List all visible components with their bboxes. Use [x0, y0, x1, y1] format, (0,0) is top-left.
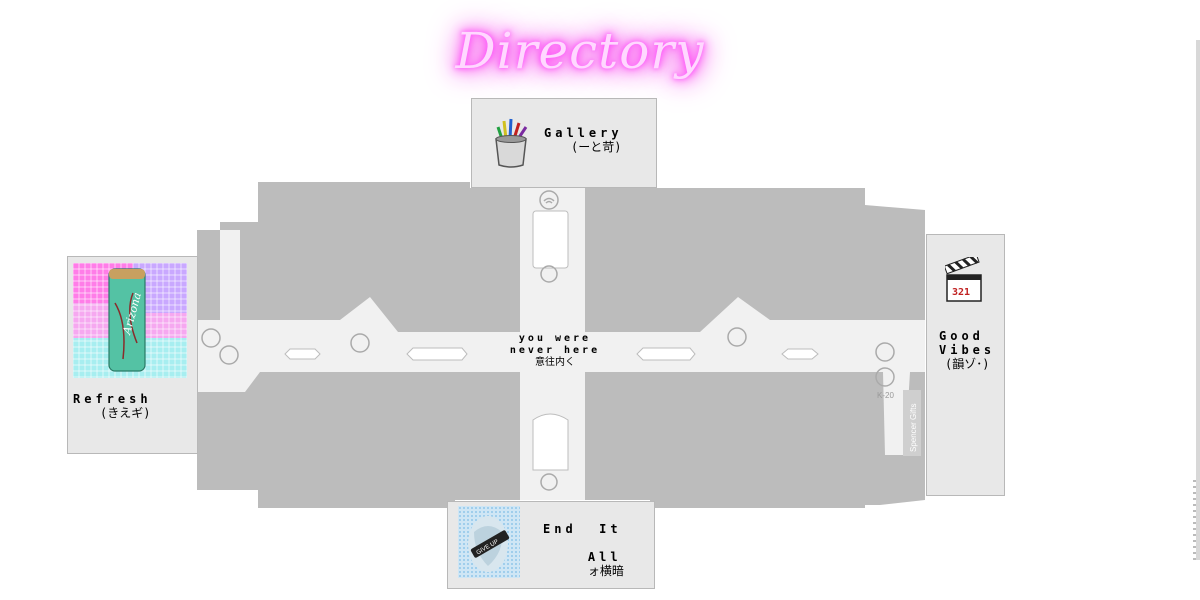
escalator-icon-left [219, 345, 239, 365]
scrollbar-grip[interactable] [1193, 480, 1196, 560]
center-line-3: 意往内く [535, 357, 575, 368]
end-it-all-line-1: End It [543, 522, 622, 536]
center-line-1: you were [518, 333, 592, 344]
escalator-icon-right [875, 342, 895, 362]
gallery-name: Gallery [544, 126, 623, 140]
center-message: you were never here 意往内く [490, 333, 620, 369]
end-it-all-line-2-text: All [587, 550, 622, 564]
good-vibes-line-2: Vibes [939, 343, 996, 357]
map-icons [201, 190, 895, 491]
refresh-subtitle: (きえギ) [100, 406, 151, 420]
gallery-store-panel[interactable]: Gallery (ーと苛) [471, 98, 657, 188]
spencer-gifts-label: Spencer Gifts [909, 404, 918, 452]
corridors [190, 185, 925, 500]
wifi-icon-waves [543, 197, 555, 204]
good-vibes-store-panel[interactable]: 321 Good Vibes (韻ゾ･) [926, 234, 1005, 496]
wifi-icon-left [201, 328, 221, 348]
clapperboard-icon: 321 [945, 257, 982, 302]
statue-razor-icon: GIVE UP [458, 506, 520, 578]
wifi-icon-right [875, 367, 895, 387]
vertical-scrollbar[interactable] [1196, 40, 1200, 560]
k20-label: K-20 [877, 391, 894, 400]
gallery-subtitle: (ーと苛) [571, 140, 622, 154]
arizona-can-icon: Arizona [73, 263, 187, 378]
escalator-icon-1 [350, 333, 370, 353]
end-it-all-subtitle: ォ横暗 [587, 564, 624, 578]
refresh-name: Refresh [73, 392, 152, 406]
center-line-2: never here [509, 345, 601, 356]
coca-cola-icon-2 [540, 473, 558, 491]
end-it-all-line-2: All ォ横暗 [543, 536, 624, 592]
spencer-gifts-store [903, 390, 921, 456]
wifi-icon [539, 190, 559, 210]
escalator-icon-2 [727, 327, 747, 347]
pencil-cup-icon [495, 118, 528, 168]
end-it-all-store-panel[interactable]: GIVE UP End It All ォ横暗 [447, 501, 655, 589]
clapper-digits: 321 [952, 287, 970, 298]
coca-cola-icon [540, 265, 558, 283]
page-title: Directory [455, 22, 705, 80]
refresh-store-panel[interactable]: Arizona Refresh (きえギ) [67, 256, 198, 454]
good-vibes-line-1: Good [939, 329, 984, 343]
kiosks [284, 210, 819, 471]
good-vibes-subtitle: (韻ゾ･) [945, 357, 990, 371]
